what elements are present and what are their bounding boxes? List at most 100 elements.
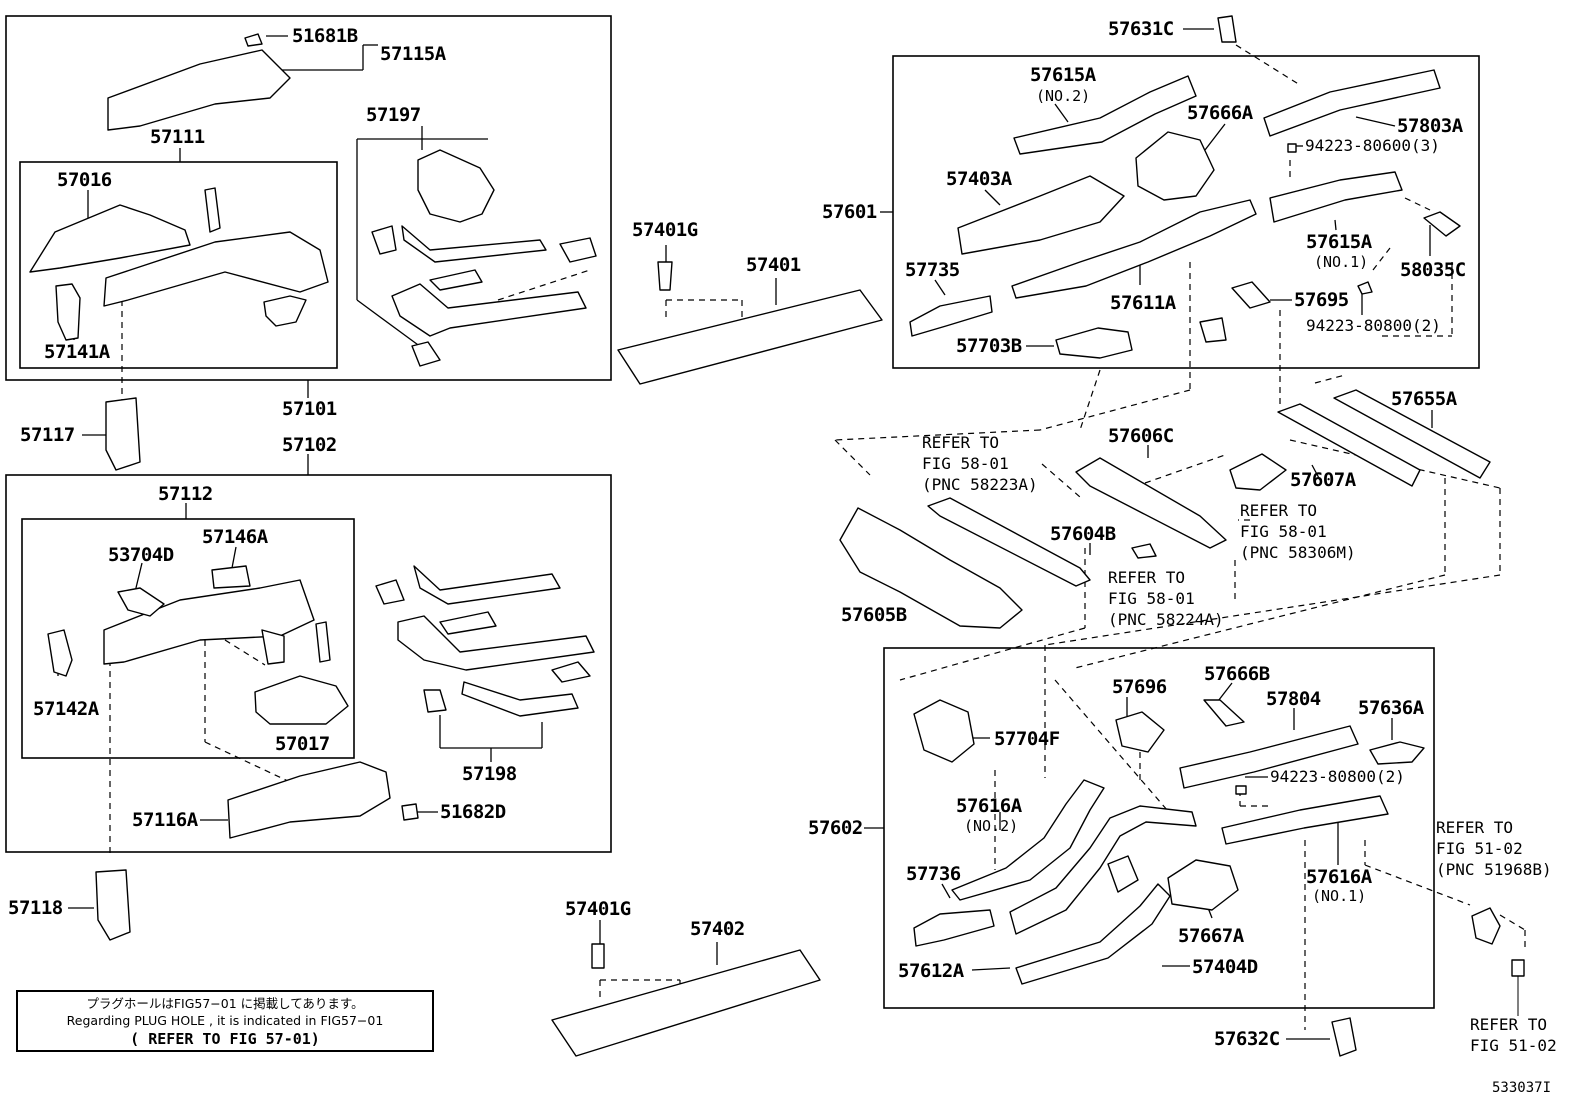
part-58035C-bracket xyxy=(1423,211,1461,237)
part-label-94223-80600: 94223-80600(3) xyxy=(1305,136,1440,155)
part-label-57116A: 57116A xyxy=(132,809,198,831)
part-57604B-crossmember xyxy=(927,497,1091,587)
part-label-57102: 57102 xyxy=(282,434,337,456)
part-label-57655A: 57655A xyxy=(1391,388,1457,410)
part-57667A-mount xyxy=(1167,859,1239,911)
part-57117-bracket xyxy=(105,397,141,471)
part-label-51681B: 51681B xyxy=(292,25,358,47)
part-label-57112: 57112 xyxy=(158,483,213,505)
part-label-51682D: 51682D xyxy=(440,801,506,823)
part-label-57601: 57601 xyxy=(822,201,877,223)
part-57016-bracket xyxy=(29,204,191,273)
note-japanese: プラグホールはFIG57−01 に掲載してあります。 xyxy=(86,996,364,1011)
part-label-57632C: 57632C xyxy=(1214,1028,1280,1050)
sub-label-no2-lower: (NO.2) xyxy=(964,817,1019,835)
part-label-57115A: 57115A xyxy=(380,43,446,65)
part-57115A-rail xyxy=(107,49,291,131)
part-label-57403A: 57403A xyxy=(946,168,1012,190)
part-label-57401: 57401 xyxy=(746,254,801,276)
part-label-57141A: 57141A xyxy=(44,341,110,363)
part-57735-bracket xyxy=(909,295,993,337)
refer-to-58223A: REFER TO FIG 58-01 (PNC 58223A) xyxy=(922,433,1038,494)
part-label-57667A: 57667A xyxy=(1178,925,1244,947)
plug-hole-note: プラグホールはFIG57−01 に掲載してあります。 Regarding PLU… xyxy=(16,990,434,1052)
part-57736-bracket xyxy=(913,909,995,947)
part-label-94223-80800-upper: 94223-80800(2) xyxy=(1306,316,1441,335)
part-57607A-member xyxy=(1277,403,1421,487)
part-57112-side-member xyxy=(103,579,315,665)
sub-label-no2-upper: (NO.2) xyxy=(1036,87,1091,105)
part-label-57118: 57118 xyxy=(8,897,63,919)
part-label-57117: 57117 xyxy=(20,424,75,446)
part-label-57604B: 57604B xyxy=(1050,523,1116,545)
part-label-57017: 57017 xyxy=(275,733,330,755)
part-label-57101: 57101 xyxy=(282,398,337,420)
part-label-57401G-bottom: 57401G xyxy=(565,898,631,920)
part-label-57402: 57402 xyxy=(690,918,745,940)
part-label-57704F: 57704F xyxy=(994,728,1060,750)
part-57655A-member xyxy=(1333,389,1491,479)
refer-to-58224A: REFER TO FIG 58-01 (PNC 58224A) xyxy=(1108,568,1224,629)
part-label-57615A-no2: 57615A xyxy=(1030,64,1096,86)
part-label-57401G-top: 57401G xyxy=(632,219,698,241)
part-57017-reinforcement xyxy=(254,675,349,725)
part-57804-member xyxy=(1179,725,1359,789)
group-box-57112 xyxy=(21,518,355,759)
part-57611A-member xyxy=(1011,199,1257,299)
sub-label-no1-lower: (NO.1) xyxy=(1312,887,1367,905)
part-label-57602: 57602 xyxy=(808,817,863,839)
part-label-57605B: 57605B xyxy=(841,604,907,626)
part-57616A-no2 xyxy=(951,779,1105,901)
note-english: Regarding PLUG HOLE , it is indicated in… xyxy=(66,1013,384,1028)
part-57403A-rail xyxy=(957,175,1125,255)
part-label-57615A-no1: 57615A xyxy=(1306,231,1372,253)
part-label-57666A: 57666A xyxy=(1187,102,1253,124)
refer-to-fig-51-02: REFER TO FIG 51-02 xyxy=(1470,1015,1557,1055)
part-57401-rocker xyxy=(617,289,883,385)
part-label-57146A: 57146A xyxy=(202,526,268,548)
illustration-code: 533037I xyxy=(1492,1080,1552,1096)
part-57704F-bracket xyxy=(913,699,975,763)
sub-label-no1-upper: (NO.1) xyxy=(1314,253,1369,271)
part-label-57666B: 57666B xyxy=(1204,663,1270,685)
part-57118-bracket xyxy=(95,869,131,941)
part-57605B-tunnel xyxy=(839,507,1023,629)
part-57404D-rail xyxy=(1015,883,1171,985)
part-57116A-rail xyxy=(227,761,391,839)
note-refer: ( REFER TO FIG 57-01) xyxy=(130,1030,320,1048)
part-label-57804: 57804 xyxy=(1266,688,1321,710)
part-57616A-no1 xyxy=(1221,795,1389,845)
part-57402-rocker xyxy=(551,949,821,1057)
part-label-53704D: 53704D xyxy=(108,544,174,566)
part-label-57197: 57197 xyxy=(366,104,421,126)
part-label-57111: 57111 xyxy=(150,126,205,148)
part-label-57803A: 57803A xyxy=(1397,115,1463,137)
part-label-57404D: 57404D xyxy=(1192,956,1258,978)
part-label-57142A: 57142A xyxy=(33,698,99,720)
part-label-57198: 57198 xyxy=(462,763,517,785)
part-label-57616A-no2: 57616A xyxy=(956,795,1022,817)
part-57197-apron xyxy=(417,149,495,223)
part-label-57736: 57736 xyxy=(906,863,961,885)
part-label-58035C: 58035C xyxy=(1400,259,1466,281)
part-label-57696: 57696 xyxy=(1112,676,1167,698)
part-label-57612A: 57612A xyxy=(898,960,964,982)
part-57803A-member xyxy=(1263,69,1441,137)
refer-to-51968B: REFER TO FIG 51-02 (PNC 51968B) xyxy=(1436,818,1552,879)
part-label-57636A: 57636A xyxy=(1358,697,1424,719)
part-label-57611A: 57611A xyxy=(1110,292,1176,314)
part-label-57695: 57695 xyxy=(1294,289,1349,311)
group-box-57111 xyxy=(19,161,338,369)
part-label-57631C: 57631C xyxy=(1108,18,1174,40)
part-57666A-mount xyxy=(1135,131,1215,201)
part-57703B-bracket xyxy=(1055,327,1133,359)
part-57615A-no1 xyxy=(1269,171,1403,223)
part-57612A-member xyxy=(1009,805,1197,935)
part-label-57606C: 57606C xyxy=(1108,425,1174,447)
part-label-57607A: 57607A xyxy=(1290,469,1356,491)
part-label-94223-80800-lower: 94223-80800(2) xyxy=(1270,767,1405,786)
part-label-57016: 57016 xyxy=(57,169,112,191)
part-57111-side-member xyxy=(103,231,329,307)
part-57606C-crossmember xyxy=(1075,457,1227,549)
